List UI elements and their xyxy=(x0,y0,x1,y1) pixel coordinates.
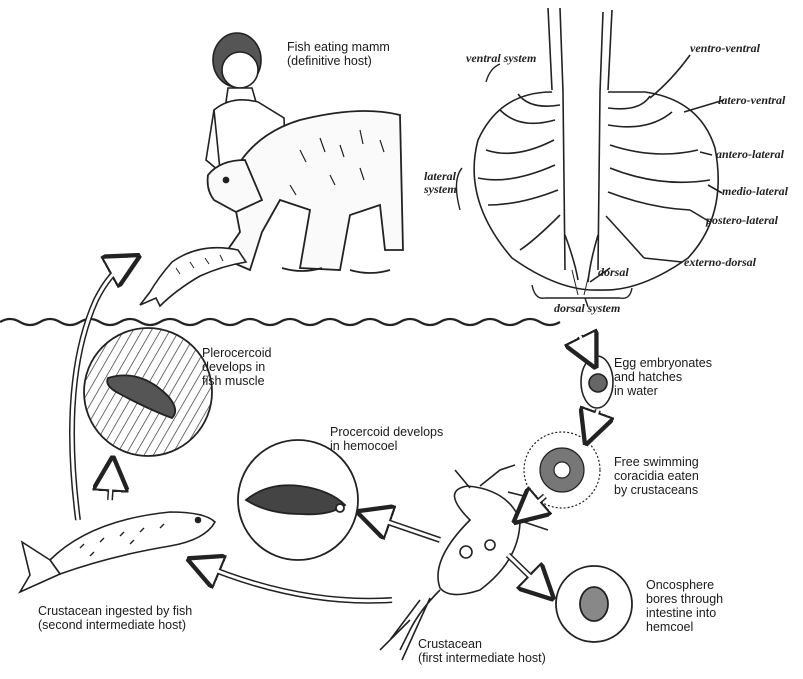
crustacean-illustration xyxy=(380,465,548,660)
host-fish-illustration xyxy=(20,512,215,592)
fish-host-label: Crustacean ingested by fish (second inte… xyxy=(38,604,192,632)
coracidia-label: Free swimming coracidia eaten by crustac… xyxy=(614,455,699,497)
postero-lateral-label: postero-lateral xyxy=(706,214,778,227)
externo-dorsal-label: externo-dorsal xyxy=(684,256,756,269)
plerocercoid-illustration xyxy=(84,328,212,456)
lateral-system-label: lateral system xyxy=(424,170,457,196)
procercoid-label: Procercoid develops in hemocoel xyxy=(330,425,443,453)
ventro-ventral-label: ventro-ventral xyxy=(690,42,760,55)
ventral-system-label: ventral system xyxy=(466,52,536,65)
definitive-host-label: Fish eating mamm (definitive host) xyxy=(287,40,390,68)
crustacean-label: Crustacean (first intermediate host) xyxy=(418,637,546,665)
latero-ventral-label: latero-ventral xyxy=(718,94,785,107)
antero-lateral-label: antero-lateral xyxy=(716,148,784,161)
coracidium-illustration xyxy=(524,432,600,508)
oncosphere-label: Oncosphere bores through intestine into … xyxy=(646,578,723,634)
medio-lateral-label: medio-lateral xyxy=(722,185,788,198)
caught-fish-illustration xyxy=(140,248,246,306)
dorsal-label: dorsal xyxy=(598,266,629,279)
oncosphere-illustration xyxy=(556,566,632,642)
procercoid-illustration xyxy=(238,440,358,560)
dorsal-system-label: dorsal system xyxy=(554,302,620,315)
egg-illustration xyxy=(581,356,613,408)
plerocercoid-label: Plerocercoid develops in fish muscle xyxy=(202,346,271,388)
egg-label: Egg embryonates and hatches in water xyxy=(614,356,712,398)
